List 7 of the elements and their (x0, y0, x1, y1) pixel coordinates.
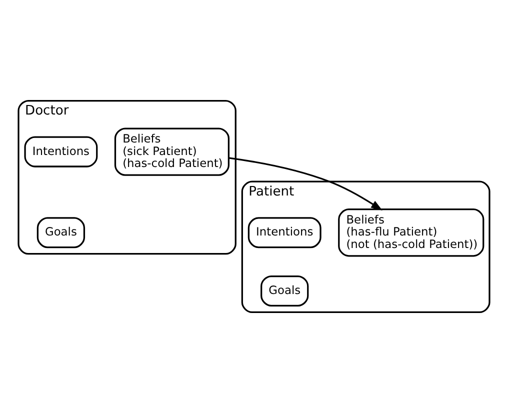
arrow (228, 156, 382, 210)
node-box: Intentions (24, 136, 98, 167)
node-box: Intentions (248, 216, 322, 248)
node-box: Goals (36, 216, 86, 248)
node-box: Goals (260, 274, 309, 306)
node-box: Beliefs (has-flu Patient) (not (has-cold Patient)) (338, 208, 484, 256)
node-box: Beliefs (sick Patient) (has-cold Patient) (114, 127, 230, 176)
